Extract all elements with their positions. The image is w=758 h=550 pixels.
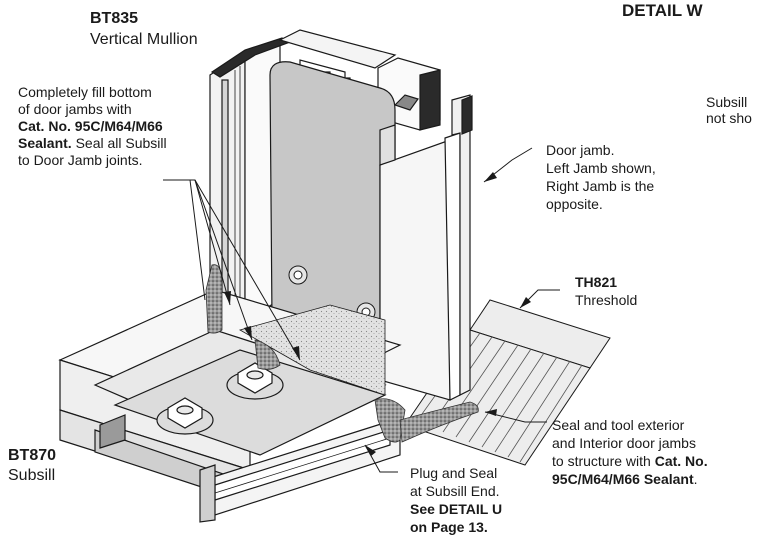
plug-note-line3: See DETAIL U	[410, 501, 503, 517]
seal-note-line2: and Interior door jambs	[552, 435, 696, 451]
plug-note-line4: on Page 13.	[410, 519, 488, 535]
jamb-note-line2: Left Jamb shown,	[546, 160, 656, 176]
jamb-bolt-upper	[288, 265, 308, 285]
detail-title: DETAIL W	[622, 1, 703, 20]
fill-note-line1: Completely fill bottom	[18, 84, 152, 100]
seal-note-line4: 95C/M64/M66 Sealant.	[552, 471, 698, 488]
jamb-note-line4: opposite.	[546, 196, 603, 212]
subsill-bolt-right	[226, 362, 284, 400]
plug-note-line1: Plug and Seal	[410, 465, 498, 481]
seal-note-line1: Seal and tool exterior	[552, 417, 685, 433]
fill-note-line5: to Door Jamb joints.	[18, 152, 143, 168]
seal-note-period: .	[693, 471, 698, 487]
subsill-name: Subsill	[8, 467, 56, 484]
subsill-bolt-left	[156, 397, 214, 435]
door-jamb	[269, 61, 473, 401]
sealant-beads	[205, 264, 479, 443]
fill-note-sealant: Sealant.	[18, 135, 72, 151]
plug-note-line2: at Subsill End.	[410, 483, 500, 499]
seal-note-to-structure: to structure with	[552, 453, 655, 469]
subsill-note-line2: not sho	[706, 110, 752, 126]
mullion-name: Vertical Mullion	[90, 31, 198, 48]
seal-note-catno: Cat. No.	[654, 453, 708, 469]
subsill-bt870	[58, 289, 402, 523]
jamb-note-line3: Right Jamb is the	[546, 178, 655, 194]
seal-note-sealant: 95C/M64/M66 Sealant	[552, 471, 694, 487]
subsill-code: BT870	[8, 447, 57, 464]
threshold-code: TH821	[575, 274, 618, 290]
arrowheads	[224, 172, 531, 456]
fill-note-line4: Sealant. Seal all Subsill	[18, 135, 167, 152]
jamb-note-line1: Door jamb.	[546, 142, 615, 158]
seal-note-line3: to structure with Cat. No.	[552, 453, 708, 470]
fill-note-line2: of door jambs with	[18, 101, 132, 117]
mullion-code: BT835	[90, 10, 139, 27]
fill-note-seal-all: Seal all Subsill	[71, 135, 167, 151]
threshold-name: Threshold	[575, 292, 638, 308]
fill-note-line3: Cat. No. 95C/M64/M66	[18, 118, 163, 134]
subsill-note-line1: Subsill	[706, 94, 748, 110]
